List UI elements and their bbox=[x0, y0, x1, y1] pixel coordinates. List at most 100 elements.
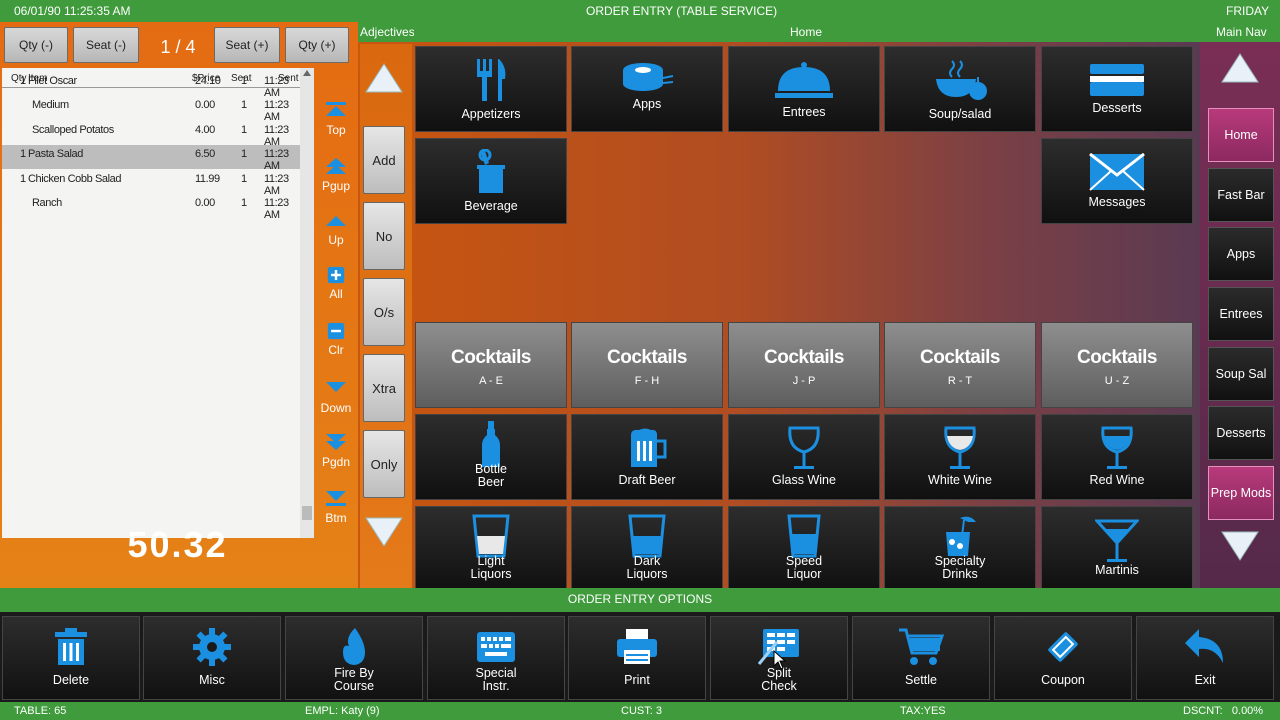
entrees-tile[interactable]: Entrees bbox=[728, 46, 880, 132]
header-sent: Sent bbox=[278, 73, 299, 84]
beverage-tile[interactable]: Beverage bbox=[415, 138, 567, 224]
pgup-label: Pgup bbox=[321, 179, 351, 193]
order-price: 24.10 bbox=[195, 75, 221, 87]
order-scrollbar[interactable] bbox=[300, 68, 314, 538]
scroll-thumb[interactable] bbox=[302, 506, 312, 520]
coupon-button[interactable]: Coupon bbox=[994, 616, 1132, 700]
status-bar: TABLE: 65 EMPL: Katy (9) CUST: 3 TAX:YES… bbox=[0, 702, 1280, 720]
day-label: FRIDAY bbox=[1226, 4, 1270, 18]
draft-beer-tile[interactable]: Draft Beer bbox=[571, 414, 723, 500]
plus-icon bbox=[327, 266, 345, 284]
nav-prep-mods-button[interactable]: Prep Mods bbox=[1208, 466, 1274, 520]
desserts-tile[interactable]: Desserts bbox=[1041, 46, 1193, 132]
appetizers-tile[interactable]: Appetizers bbox=[415, 46, 567, 132]
dark-liquors-label-2: Liquors bbox=[626, 567, 668, 581]
nav-soup-sal-button[interactable]: Soup Sal bbox=[1208, 347, 1274, 401]
envelope-icon bbox=[1089, 153, 1145, 191]
soup-salad-tile[interactable]: Soup/salad bbox=[884, 46, 1036, 132]
header-seat: Seat bbox=[231, 73, 252, 84]
entrees-label: Entrees bbox=[782, 105, 826, 119]
red-wine-tile[interactable]: Red Wine bbox=[1041, 414, 1193, 500]
modifier-down-arrow-icon[interactable] bbox=[364, 514, 404, 548]
no-modifier-button[interactable]: No bbox=[363, 202, 405, 270]
pgdn-button[interactable]: Pgdn bbox=[316, 434, 356, 469]
pgup-button[interactable]: Pgup bbox=[316, 158, 356, 193]
modifier-up-arrow-icon[interactable] bbox=[364, 62, 404, 96]
main-nav-label: Main Nav bbox=[1198, 22, 1280, 42]
xtra-modifier-button[interactable]: Xtra bbox=[363, 354, 405, 422]
only-modifier-button[interactable]: Only bbox=[363, 430, 405, 498]
beer-mug-icon bbox=[631, 428, 667, 467]
order-header: Qty Item $Price Seat Sent bbox=[2, 70, 302, 88]
split-label-2: Check bbox=[761, 679, 797, 693]
header-item: Item bbox=[28, 73, 48, 84]
apps-label: Apps bbox=[632, 97, 662, 111]
main-nav-panel: Home Fast Bar Apps Entrees Soup Sal Dess… bbox=[1200, 42, 1280, 588]
clr-button[interactable]: Clr bbox=[316, 322, 356, 357]
nav-fast-bar-button[interactable]: Fast Bar bbox=[1208, 168, 1274, 222]
nav-desserts-button[interactable]: Desserts bbox=[1208, 406, 1274, 460]
qty-minus-button[interactable]: Qty (-) bbox=[4, 27, 68, 63]
special-label-1: Special bbox=[475, 666, 517, 680]
white-wine-tile[interactable]: White Wine bbox=[884, 414, 1036, 500]
nav-home-button[interactable]: Home bbox=[1208, 108, 1274, 162]
os-modifier-button[interactable]: O/s bbox=[363, 278, 405, 346]
top-button[interactable]: Top bbox=[316, 102, 356, 137]
exit-button[interactable]: Exit bbox=[1136, 616, 1274, 700]
apps-tile[interactable]: Apps bbox=[571, 46, 723, 132]
employee-status: EMPL: Katy (9) bbox=[305, 705, 380, 717]
settle-label: Settle bbox=[905, 673, 937, 687]
light-liquors-label-1: Light bbox=[477, 554, 505, 568]
qty-plus-button[interactable]: Qty (+) bbox=[285, 27, 349, 63]
delete-button[interactable]: Delete bbox=[2, 616, 140, 700]
seat-plus-button[interactable]: Seat (+) bbox=[214, 27, 280, 63]
nav-down-arrow-icon[interactable] bbox=[1220, 528, 1260, 562]
scroll-up-icon[interactable] bbox=[303, 70, 311, 76]
speed-liquor-label-1: Speed bbox=[785, 554, 823, 568]
all-button[interactable]: All bbox=[316, 266, 356, 301]
cocktails-range: J - P bbox=[792, 375, 816, 387]
messages-tile[interactable]: Messages bbox=[1041, 138, 1193, 224]
red-wine-label: Red Wine bbox=[1089, 473, 1145, 487]
seat-minus-button[interactable]: Seat (-) bbox=[73, 27, 139, 63]
white-wine-label: White Wine bbox=[928, 473, 992, 487]
martinis-tile[interactable]: Martinis bbox=[1041, 506, 1193, 592]
up-button[interactable]: Up bbox=[316, 212, 356, 247]
btm-button[interactable]: Btm bbox=[316, 490, 356, 525]
down-button[interactable]: Down bbox=[316, 380, 356, 415]
bottle-icon bbox=[482, 421, 500, 467]
martini-glass-icon bbox=[1095, 519, 1139, 562]
coupon-label: Coupon bbox=[1041, 673, 1085, 687]
nav-apps-button[interactable]: Apps bbox=[1208, 227, 1274, 281]
add-modifier-button[interactable]: Add bbox=[363, 126, 405, 194]
desserts-label: Desserts bbox=[1092, 101, 1142, 115]
print-button[interactable]: Print bbox=[568, 616, 706, 700]
nav-entrees-button[interactable]: Entrees bbox=[1208, 287, 1274, 341]
down-label: Down bbox=[320, 401, 352, 415]
glass-wine-tile[interactable]: Glass Wine bbox=[728, 414, 880, 500]
misc-button[interactable]: Misc bbox=[143, 616, 281, 700]
order-sent: 11:23 AM bbox=[264, 197, 289, 221]
light-liquor-glass-icon bbox=[472, 514, 510, 558]
glass-wine-label: Glass Wine bbox=[772, 473, 836, 487]
settle-button[interactable]: Settle bbox=[852, 616, 990, 700]
nav-up-arrow-icon[interactable] bbox=[1220, 52, 1260, 86]
